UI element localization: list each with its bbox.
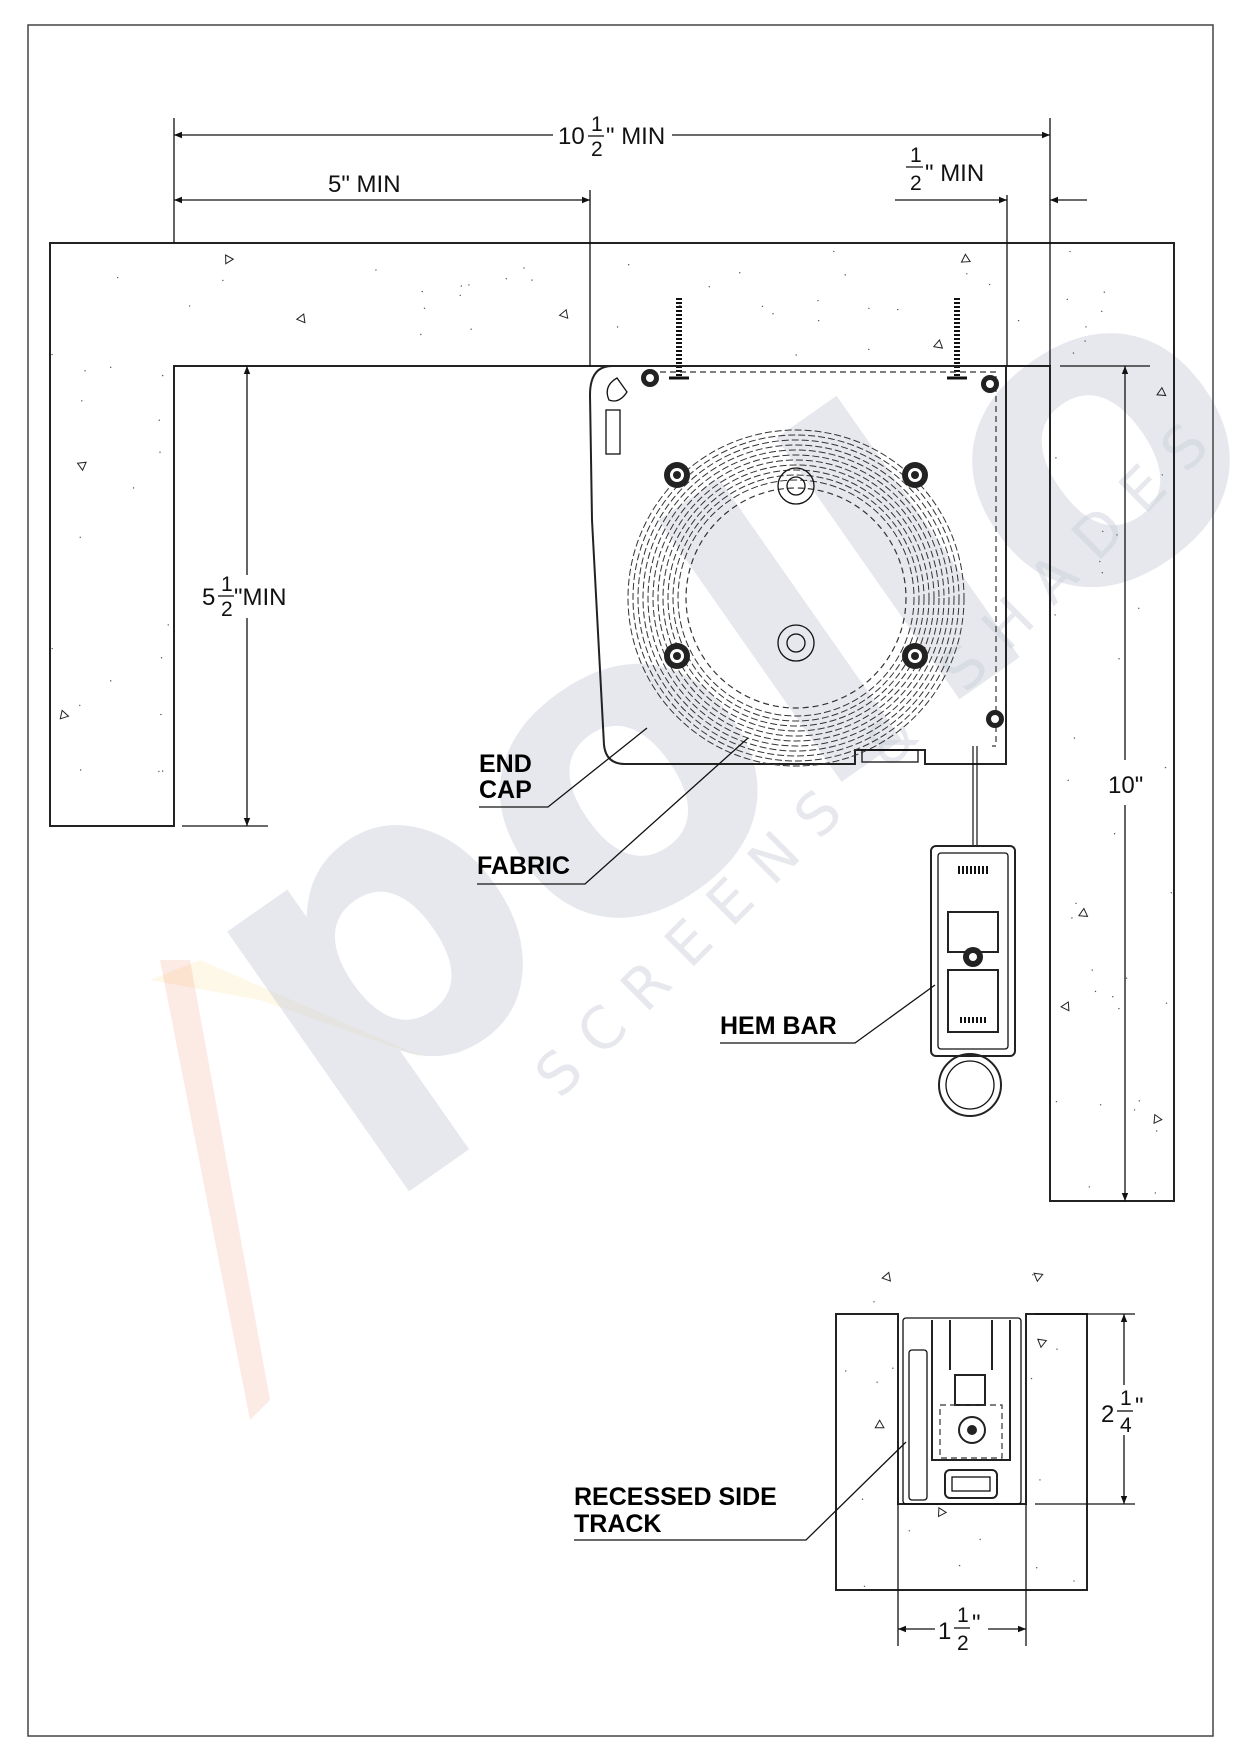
- dimension-numerator: 1: [910, 144, 922, 167]
- concrete-hatch: [845, 1271, 1075, 1588]
- dimension-text: 10": [1108, 772, 1143, 799]
- dimension-denominator: 2: [591, 138, 603, 161]
- label-text: RECESSED SIDE: [574, 1483, 777, 1511]
- dimension-suffix: ": [972, 1610, 981, 1637]
- dimension-suffix: " MIN: [606, 123, 665, 150]
- dimension-track-width: 1 1 2 ": [897, 1504, 1027, 1655]
- label-text: END: [479, 750, 532, 778]
- mounting-screw-icon: [947, 298, 967, 380]
- recessed-side-track-detail: [835, 1271, 1088, 1591]
- dimension-whole: 2: [1101, 1401, 1114, 1428]
- label-text: HEM BAR: [720, 1012, 837, 1040]
- end-cap-hub: [685, 467, 907, 709]
- dimension-suffix: "MIN: [234, 584, 287, 611]
- fabric-roll: [627, 429, 965, 767]
- dimension-whole: 5: [202, 584, 215, 611]
- label-text: FABRIC: [477, 852, 570, 880]
- dimension-left-offset: 5" MIN: [174, 171, 591, 366]
- dimension-side-clearance: 1 2 " MIN: [895, 144, 1087, 366]
- label-end-cap: END CAP: [479, 727, 648, 808]
- concrete-hatch: [51, 250, 1172, 1194]
- svg-text:pollo: pollo: [107, 153, 1241, 1222]
- label-text: TRACK: [574, 1510, 662, 1538]
- label-hem-bar: HEM BAR: [720, 984, 936, 1044]
- dimension-numerator: 1: [221, 573, 233, 596]
- dimension-head-height: 5 1 2 "MIN: [182, 366, 287, 827]
- dimension-numerator: 1: [1120, 1387, 1132, 1410]
- end-cap-bolts: [664, 462, 928, 669]
- label-recessed-side-track: RECESSED SIDE TRACK: [574, 1441, 907, 1541]
- dimension-suffix: " MIN: [925, 160, 984, 187]
- dimension-track-depth: 10": [1060, 365, 1150, 1201]
- dimension-denominator: 4: [1120, 1414, 1132, 1437]
- dimension-whole: 1: [938, 1618, 951, 1645]
- dimension-denominator: 2: [957, 1632, 969, 1655]
- dimension-text: 5" MIN: [328, 171, 401, 198]
- sheet-border: [27, 24, 1214, 1737]
- dimension-denominator: 2: [221, 598, 233, 621]
- dimension-overall-width: 10 1 2 " MIN: [173, 113, 1051, 366]
- dimension-numerator: 1: [591, 113, 603, 136]
- hem-bar: [930, 845, 1016, 1117]
- watermark-logo: pollo SCREENS & SHADES: [107, 153, 1241, 1420]
- dimension-numerator: 1: [957, 1604, 969, 1627]
- dimension-track-height: 2 1 4 ": [1035, 1313, 1144, 1505]
- dimension-suffix: ": [1135, 1393, 1144, 1420]
- dimension-whole: 10: [558, 123, 585, 150]
- label-fabric: FABRIC: [477, 737, 749, 885]
- label-text: CAP: [479, 776, 532, 804]
- dimension-denominator: 2: [910, 172, 922, 195]
- mounting-screw-icon: [669, 298, 689, 380]
